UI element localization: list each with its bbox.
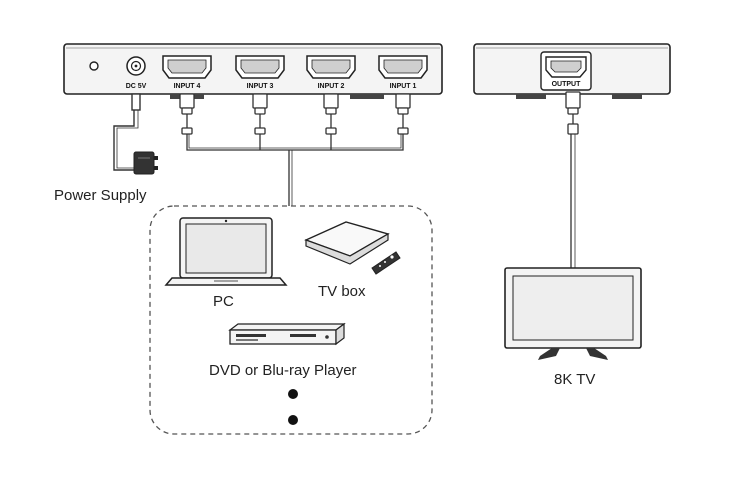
remote-control-icon — [371, 251, 401, 275]
hdmi-input-cables — [179, 93, 411, 135]
hdmi-plug-2 — [323, 93, 339, 135]
source-devices-group — [149, 205, 433, 435]
hdmi-output-port — [540, 51, 592, 91]
input-2-label: INPUT 2 — [318, 83, 345, 90]
output-label: OUTPUT — [552, 81, 582, 88]
dvd-player-icon — [228, 322, 346, 346]
dc-power-port — [126, 56, 146, 76]
power-supply-label: Power Supply — [54, 187, 147, 204]
laptop-icon — [164, 217, 288, 286]
input-cable-bus — [186, 134, 404, 206]
hdmi-plug-1 — [395, 93, 411, 135]
input-4-label: INPUT 4 — [174, 83, 201, 90]
more-devices-dot-icon — [288, 389, 298, 399]
hdmi-input-port-4 — [162, 55, 212, 79]
tv-icon — [504, 267, 642, 360]
hdmi-receiver: OUTPUT — [473, 43, 671, 99]
hdmi-switch: DC 5V INPUT 4 INPUT 3 INPUT 2 INPUT 1 — [63, 43, 443, 99]
hdmi-output-cable — [565, 91, 581, 268]
tv-box-label: TV box — [318, 283, 366, 300]
power-cable — [113, 93, 141, 171]
hdmi-input-port-3 — [235, 55, 285, 79]
hdmi-plug-4 — [179, 93, 195, 135]
input-3-label: INPUT 3 — [247, 83, 274, 90]
hdmi-input-port-1 — [378, 55, 428, 79]
hdmi-input-port-2 — [306, 55, 356, 79]
power-adapter-icon — [133, 151, 158, 175]
pc-label: PC — [213, 293, 234, 310]
dvd-label: DVD or Blu-ray Player — [209, 362, 357, 379]
dc-port-label: DC 5V — [126, 83, 147, 90]
power-led-icon — [89, 61, 99, 71]
tv-box-icon — [304, 221, 390, 265]
more-devices-dot-icon-2 — [288, 415, 298, 425]
input-1-label: INPUT 1 — [390, 83, 417, 90]
tv-label: 8K TV — [554, 371, 595, 388]
hdmi-plug-3 — [252, 93, 268, 135]
